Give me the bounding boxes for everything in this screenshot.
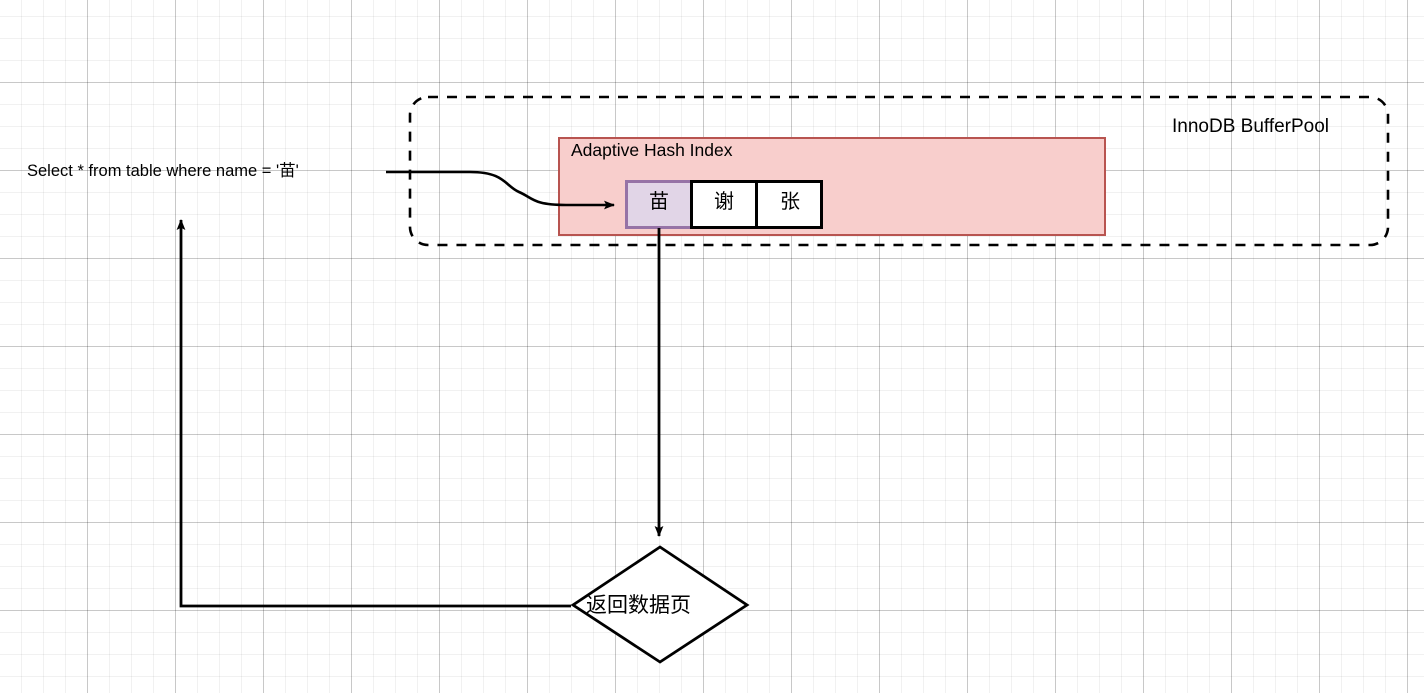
bufferpool-title: InnoDB BufferPool (1172, 116, 1330, 137)
hash-cell-label-zhang: 张 (780, 191, 800, 213)
query-statement-label: Select * from table where name = '苗' (27, 162, 299, 180)
hash-cell-label-xie: 谢 (714, 191, 734, 213)
hash-cell-xie[interactable] (690, 180, 758, 229)
decision-diamond-label: 返回数据页 (586, 594, 691, 617)
hash-cell-label-miao: 苗 (649, 191, 669, 213)
decision-diamond[interactable] (570, 545, 750, 664)
adaptive-hash-index-title: Adaptive Hash Index (571, 140, 733, 160)
connector-query-to-hash-cell (386, 170, 615, 210)
connector-decision-to-query (176, 219, 571, 608)
hash-cell-zhang[interactable] (755, 180, 823, 229)
